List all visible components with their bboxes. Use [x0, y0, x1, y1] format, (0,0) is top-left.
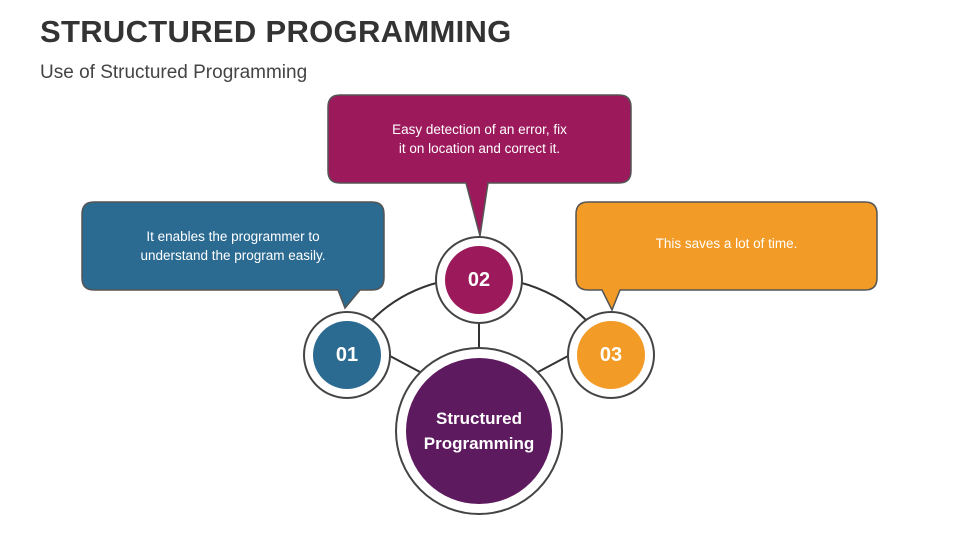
center-label: Structured Programming — [400, 396, 558, 466]
bubble-01-text: It enables the programmer to understand … — [82, 202, 384, 290]
bubble-03-text: This saves a lot of time. — [576, 202, 877, 284]
center-label-line-2: Programming — [423, 434, 535, 453]
bubble-01-line-1: It enables the programmer to — [146, 229, 320, 244]
bubble-02-line-1: Easy detection of an error, fix — [392, 122, 567, 137]
node-02-circle — [445, 246, 513, 314]
bubble-03-shape — [575, 201, 878, 312]
bubble-02-line-2: it on location and correct it. — [398, 141, 561, 156]
bubble-01-shape — [81, 201, 385, 310]
center-circle — [406, 358, 552, 504]
connector-arc-left — [371, 281, 441, 321]
connector-arc-right — [517, 281, 587, 321]
node-03-circle — [577, 321, 645, 389]
bubble-03-line-1: This saves a lot of time. — [655, 235, 798, 251]
page-subtitle: Use of Structured Programming — [40, 62, 308, 83]
bubble-02-text: Easy detection of an error, fix it on lo… — [328, 95, 631, 183]
node-01-number: 01 — [335, 343, 359, 366]
node-03-number: 03 — [599, 343, 623, 366]
node-02-number: 02 — [467, 268, 491, 291]
bubble-02-shape — [327, 94, 632, 237]
connector-line-03 — [537, 355, 569, 373]
page-title: STRUCTURED PROGRAMMING — [40, 14, 512, 49]
bubble-01-line-2: understand the program easily. — [140, 248, 326, 263]
center-label-line-1: Structured — [436, 409, 522, 428]
connector-line-01 — [389, 355, 421, 373]
node-01-circle — [313, 321, 381, 389]
